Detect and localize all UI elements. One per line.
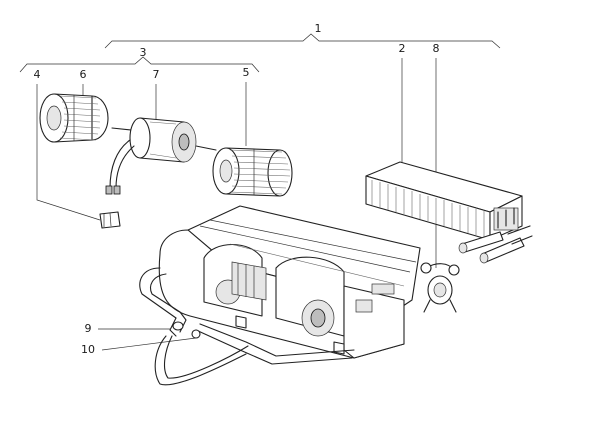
assembly-bracket-3 (19, 56, 260, 73)
callout-9: 9 (85, 322, 92, 335)
callout-8: 8 (433, 42, 440, 55)
heater-core (365, 161, 533, 264)
control-valve (420, 262, 460, 313)
callout-4: 4 (34, 68, 41, 81)
callout-1: 1 (315, 22, 322, 35)
connector-plug (99, 211, 121, 229)
hose-assembly (139, 267, 355, 386)
blower-housing (158, 205, 421, 359)
callout-10: 10 (81, 343, 95, 356)
callout-3: 3 (140, 46, 147, 59)
blower-wheel-left (39, 93, 109, 143)
leader-lines (36, 58, 437, 351)
callout-2: 2 (399, 42, 406, 55)
callout-7: 7 (153, 68, 160, 81)
blower-motor (105, 117, 217, 195)
callout-6: 6 (80, 68, 87, 81)
blower-wheel-right (212, 147, 293, 197)
assembly-bracket-1 (104, 33, 501, 49)
callout-5: 5 (243, 66, 250, 79)
